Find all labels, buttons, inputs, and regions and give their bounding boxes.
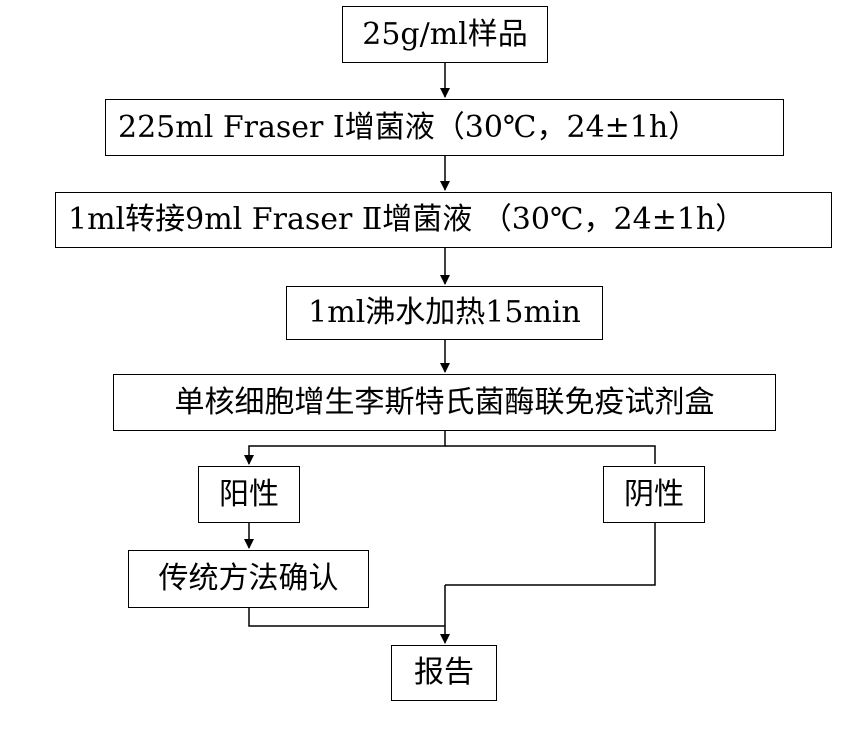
step-elisa-kit: 单核细胞增生李斯特氏菌酶联免疫试剂盒 bbox=[113, 374, 776, 431]
line-negative-to-report bbox=[445, 523, 656, 586]
line-confirm-to-report bbox=[248, 608, 445, 627]
arrow-elisa-to-negative bbox=[445, 445, 656, 464]
step-report-label: 报告 bbox=[414, 655, 474, 690]
step-enrichment-1: 225ml Fraser Ⅰ增菌液（30℃，24±1h） bbox=[105, 99, 784, 156]
result-negative-label: 阴性 bbox=[624, 476, 684, 512]
step-report: 报告 bbox=[391, 645, 497, 701]
step-enrichment-2: 1ml转接9ml Fraser Ⅱ增菌液 （30℃，24±1h） bbox=[55, 192, 832, 248]
step-elisa-kit-label: 单核细胞增生李斯特氏菌酶联免疫试剂盒 bbox=[174, 384, 715, 420]
step-heat: 1ml沸水加热15min bbox=[286, 286, 603, 340]
result-positive: 阳性 bbox=[198, 466, 300, 523]
step-heat-label: 1ml沸水加热15min bbox=[308, 295, 581, 330]
result-positive-label: 阳性 bbox=[219, 476, 279, 512]
result-negative: 阴性 bbox=[603, 466, 705, 523]
step-sample-label: 25g/ml样品 bbox=[362, 16, 528, 52]
step-enrichment-2-label: 1ml转接9ml Fraser Ⅱ增菌液 （30℃，24±1h） bbox=[68, 202, 746, 237]
arrow-elisa-to-positive bbox=[244, 431, 446, 465]
step-confirm-label: 传统方法确认 bbox=[158, 561, 339, 596]
step-enrichment-1-label: 225ml Fraser Ⅰ增菌液（30℃，24±1h） bbox=[118, 109, 699, 145]
step-sample: 25g/ml样品 bbox=[342, 6, 548, 63]
step-confirm: 传统方法确认 bbox=[128, 550, 369, 608]
